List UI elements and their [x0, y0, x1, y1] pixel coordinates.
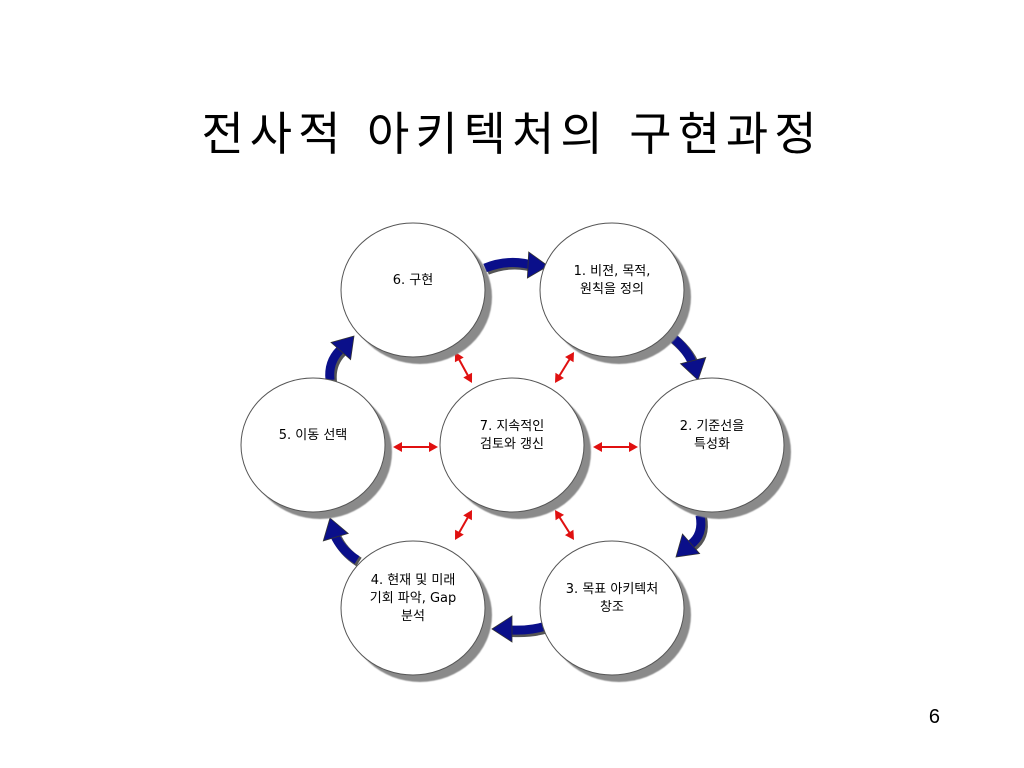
- link-arrow-1: [454, 352, 473, 383]
- node-label: 6. 구현: [393, 273, 433, 288]
- link-arrow-2: [555, 352, 574, 383]
- arrowhead-icon: [675, 533, 701, 558]
- arrowhead-icon: [679, 356, 707, 381]
- node-label: 창조: [600, 600, 624, 615]
- link-arrow-6: [555, 510, 574, 540]
- cycle-arrow-4: [491, 615, 550, 643]
- node-circle: [439, 377, 585, 513]
- node-circle: [539, 540, 685, 676]
- link-arrow-5: [455, 510, 472, 540]
- node-label: 3. 목표 아키텍처: [566, 582, 658, 597]
- process-step-n1: 1. 비젼, 목적, 원칙을 정의: [539, 222, 691, 364]
- node-label: 기회 파악, Gap: [370, 591, 457, 606]
- cycle-arrow-6: [325, 335, 355, 383]
- page-number: 6: [928, 706, 940, 728]
- cycle-arrow-2: [669, 333, 707, 381]
- link-arrow-4: [593, 442, 638, 452]
- process-step-n6: 6. 구현: [340, 222, 492, 364]
- arrowhead-icon: [491, 615, 513, 643]
- node-label: 검토와 갱신: [480, 437, 544, 452]
- node-label: 5. 이동 선택: [279, 428, 348, 443]
- cycle-arrow-1: [483, 251, 549, 279]
- node-label: 7. 지속적인: [480, 419, 544, 434]
- node-label: 특성화: [694, 437, 730, 452]
- node-circle: [639, 377, 785, 513]
- process-step-n5: 5. 이동 선택: [240, 377, 392, 519]
- arrowhead-icon: [322, 517, 350, 542]
- node-circle: [539, 222, 685, 358]
- node-label: 2. 기준선을: [680, 419, 744, 434]
- link-arrow-3: [393, 442, 438, 452]
- node-circle: [340, 222, 486, 358]
- node-circle: [240, 377, 386, 513]
- arrowhead-icon: [526, 251, 549, 279]
- page-title: 전사적 아키텍처의 구현과정: [201, 107, 823, 161]
- node-label: 1. 비젼, 목적,: [574, 264, 651, 279]
- cycle-arrow-5: [322, 517, 362, 567]
- node-circle: [340, 540, 486, 676]
- node-label: 4. 현재 및 미래: [371, 573, 456, 588]
- cycle-arrow-3: [675, 514, 708, 558]
- node-label: 원칙을 정의: [580, 282, 644, 297]
- node-label: 분석: [401, 609, 425, 624]
- arrowhead-icon: [330, 335, 355, 361]
